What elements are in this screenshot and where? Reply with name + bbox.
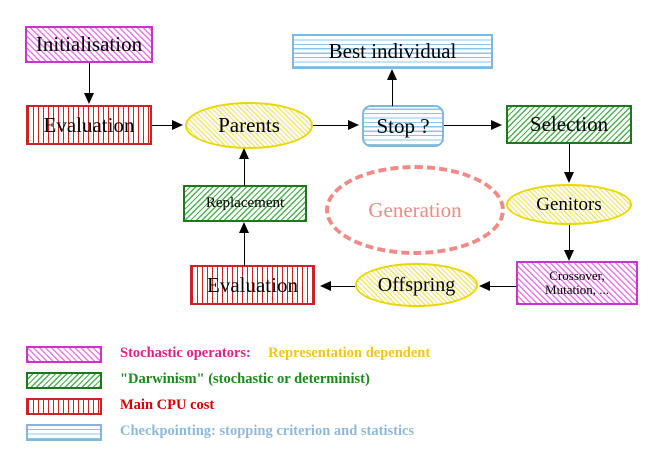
- legend-swatch-checkpointing: [26, 424, 102, 441]
- legend-text-stochastic-operators: Stochastic operators: Representation dep…: [120, 345, 430, 362]
- connector-stop-to-best-individual: [392, 78, 393, 106]
- node-genitors[interactable]: Genitors: [506, 184, 632, 225]
- node-crossover-label-line1: Crossover,: [549, 268, 605, 284]
- legend-swatch-darwinism: [26, 372, 102, 389]
- legend-swatch-stochastic-operators: [26, 346, 102, 363]
- node-crossover-mutation[interactable]: Crossover, Mutation, ...: [516, 261, 638, 305]
- node-parents-label: Parents: [218, 113, 280, 138]
- arrowhead-crossover-to-offspring: [479, 281, 490, 291]
- node-stop-label: Stop ?: [376, 113, 430, 138]
- connector-crossover-to-offspring: [490, 286, 516, 287]
- node-genitors-label: Genitors: [536, 193, 602, 215]
- node-offspring[interactable]: Offspring: [355, 263, 478, 307]
- node-initialisation[interactable]: Initialisation: [25, 26, 153, 63]
- node-replacement[interactable]: Replacement: [183, 185, 307, 222]
- node-best-individual-label: Best individual: [328, 39, 457, 64]
- connector-genitors-to-crossover: [569, 225, 570, 251]
- connector-initialisation-to-evaluation: [89, 63, 90, 94]
- legend-label-primary-3: Checkpointing: stopping criterion and st…: [120, 423, 415, 439]
- connector-evaluation-to-replacement: [244, 232, 245, 266]
- connector-selection-to-genitors: [569, 144, 570, 173]
- node-evaluation-bottom-label: Evaluation: [207, 272, 298, 297]
- connector-stop-to-selection: [444, 125, 492, 126]
- legend-text-checkpointing: Checkpointing: stopping criterion and st…: [120, 423, 414, 440]
- node-selection-label: Selection: [529, 112, 609, 137]
- arrowhead-replacement-to-parents: [239, 148, 249, 159]
- node-generation-label: Generation: [368, 197, 462, 222]
- node-evaluation-bottom[interactable]: Evaluation: [190, 265, 315, 305]
- node-generation: Generation: [325, 165, 505, 255]
- node-selection[interactable]: Selection: [506, 105, 632, 144]
- node-crossover-label-line2: Mutation, ...: [545, 282, 609, 297]
- legend-label-primary-0: Stochastic operators:: [120, 345, 251, 361]
- connector-evaluation-to-parents: [152, 125, 174, 126]
- legend-label-primary-2: Main CPU cost: [120, 397, 215, 413]
- node-initialisation-label: Initialisation: [35, 32, 143, 57]
- node-evaluation-top-label: Evaluation: [43, 112, 135, 137]
- node-offspring-label: Offspring: [377, 273, 456, 296]
- arrowhead-stop-to-best-individual: [387, 69, 397, 80]
- legend-label-secondary-0: Representation dependent: [268, 345, 431, 361]
- legend-text-main-cpu-cost: Main CPU cost: [120, 397, 214, 414]
- node-stop[interactable]: Stop ?: [362, 105, 444, 147]
- connector-parents-to-stop: [313, 125, 349, 126]
- legend-swatch-main-cpu-cost: [26, 398, 102, 415]
- arrowhead-initialisation-to-evaluation: [84, 93, 94, 104]
- arrowhead-evaluation-to-parents: [172, 120, 183, 130]
- arrowhead-evaluation-to-replacement: [239, 222, 249, 233]
- node-parents[interactable]: Parents: [185, 102, 313, 149]
- arrowhead-genitors-to-crossover: [564, 250, 574, 261]
- node-evaluation-top[interactable]: Evaluation: [26, 105, 152, 145]
- arrowhead-stop-to-selection: [491, 120, 502, 130]
- node-best-individual[interactable]: Best individual: [292, 34, 493, 69]
- connector-replacement-to-parents: [244, 159, 245, 186]
- arrowhead-offspring-to-evaluation: [320, 281, 331, 291]
- legend-label-primary-1: "Darwinism" (stochastic or determinist): [120, 371, 370, 387]
- arrowhead-parents-to-stop: [348, 120, 359, 130]
- node-replacement-label: Replacement: [205, 194, 285, 211]
- arrowhead-selection-to-genitors: [564, 172, 574, 183]
- legend-text-darwinism: "Darwinism" (stochastic or determinist): [120, 371, 370, 388]
- connector-offspring-to-evaluation: [331, 286, 355, 287]
